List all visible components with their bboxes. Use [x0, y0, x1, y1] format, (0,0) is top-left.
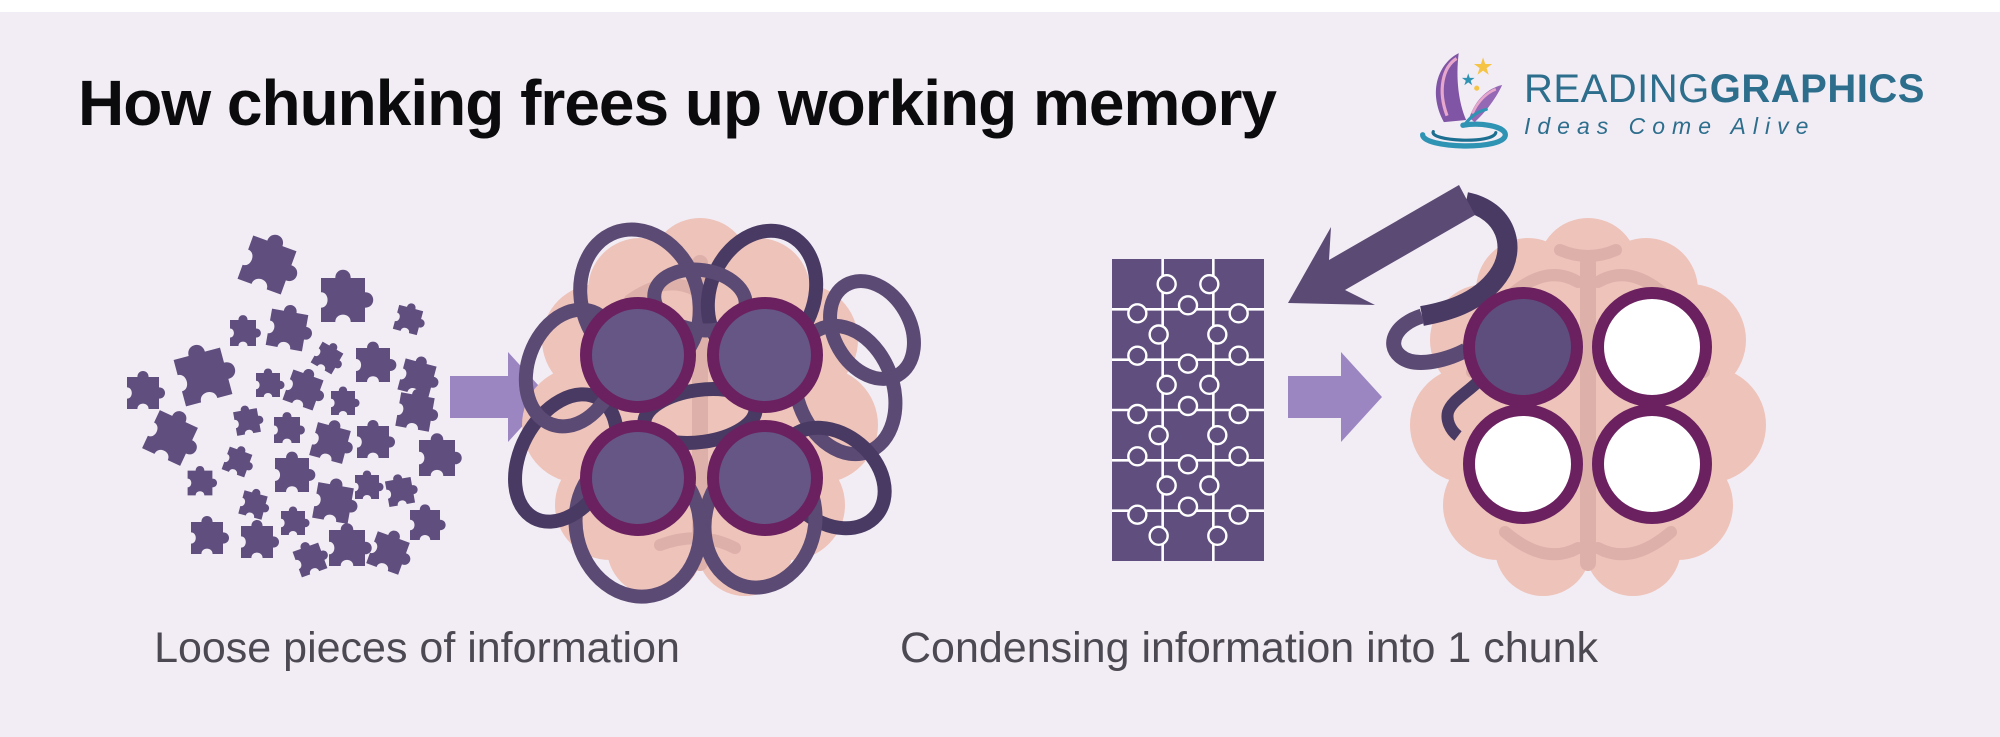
brand-logo: READINGGRAPHICS Ideas Come Alive — [1416, 48, 1925, 158]
star-icon — [1461, 73, 1475, 86]
page-title: How chunking frees up working memory — [78, 67, 1277, 139]
right-flow-arrow-icon — [1288, 352, 1382, 442]
brand-name-regular: READING — [1524, 66, 1710, 111]
scattered-puzzle-pieces — [127, 227, 462, 578]
left-caption: Loose pieces of information — [154, 624, 680, 672]
assembled-puzzle-chunk — [1112, 259, 1264, 561]
organized-brain-illustration — [1288, 185, 1766, 596]
memory-chunk-circle-free — [1463, 404, 1583, 524]
brand-name-bold: GRAPHICS — [1709, 66, 1925, 111]
star-dot-icon — [1474, 85, 1480, 91]
memory-chunk-circle-filled — [580, 420, 696, 536]
memory-chunk-circle-free — [1592, 287, 1712, 407]
memory-chunk-circle-filled — [707, 420, 823, 536]
butterfly-book-splash-icon — [1420, 53, 1508, 149]
star-icon — [1473, 57, 1493, 75]
memory-chunk-circle-filled — [1463, 287, 1583, 407]
brand-logo-text: READINGGRAPHICS Ideas Come Alive — [1524, 67, 1925, 140]
top-strip — [0, 0, 2000, 12]
memory-chunk-circle-free — [1592, 404, 1712, 524]
tangled-brain-illustration — [508, 185, 1766, 604]
brand-name: READINGGRAPHICS — [1524, 67, 1925, 111]
brand-tagline: Ideas Come Alive — [1524, 112, 1816, 139]
right-caption: Condensing information into 1 chunk — [900, 624, 1598, 672]
memory-chunk-circle-filled — [580, 297, 696, 413]
memory-chunk-circle-filled — [707, 297, 823, 413]
